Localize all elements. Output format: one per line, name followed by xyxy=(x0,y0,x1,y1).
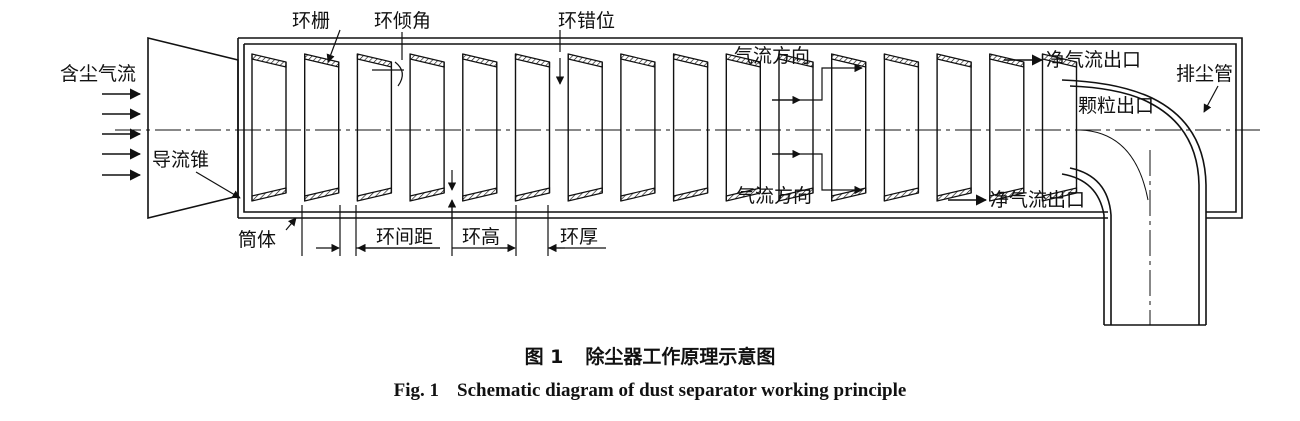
caption-en-number: Fig. 1 xyxy=(393,380,440,401)
dust-separator-diagram: 含尘气流 导流锥 环栅 环倾角 环错位 气流方向 净气流出口 排尘管 颗粒出口 … xyxy=(60,10,1260,326)
ring-element xyxy=(831,53,867,202)
clean-outlet-bottom-label: 净气流出口 xyxy=(990,189,1085,211)
ring-element xyxy=(989,53,1025,202)
ring-element xyxy=(356,53,393,202)
ring-grid-label: 环栅 xyxy=(292,10,330,32)
ring-grid xyxy=(251,53,1078,202)
guide-cone-label: 导流锥 xyxy=(152,149,209,171)
guide-cone xyxy=(147,36,239,220)
caption-chinese: 图 1 除尘器工作原理示意图 xyxy=(0,342,1300,369)
particle-outlet-label: 颗粒出口 xyxy=(1078,95,1154,117)
ring-element xyxy=(1041,53,1078,202)
airflow-top-label: 气流方向 xyxy=(734,45,810,67)
ring-thickness-label: 环厚 xyxy=(560,226,598,248)
leader-lines xyxy=(195,29,1219,231)
ring-tilt-label: 环倾角 xyxy=(374,10,431,32)
ring-element xyxy=(462,53,498,202)
dimension-lines xyxy=(301,170,606,256)
caption-en-text: Schematic diagram of dust separator work… xyxy=(457,380,907,401)
ring-element xyxy=(251,53,287,202)
clean-outlet-top-label: 净气流出口 xyxy=(1046,49,1141,71)
ring-element xyxy=(514,53,551,202)
caption-cn-number: 图 1 xyxy=(524,346,564,368)
clean-outlet-arrows xyxy=(948,54,1044,206)
airflow-bottom-label: 气流方向 xyxy=(736,185,812,207)
ring-element xyxy=(567,53,603,202)
inlet-arrows xyxy=(102,88,142,181)
caption-english: Fig. 1 Schematic diagram of dust separato… xyxy=(0,380,1300,402)
caption-cn-text: 除尘器工作原理示意图 xyxy=(585,346,776,368)
ring-element xyxy=(883,53,920,202)
ring-height-label: 环高 xyxy=(462,226,500,248)
inlet-gas-label: 含尘气流 xyxy=(60,63,136,85)
ring-offset-label: 环错位 xyxy=(558,10,615,32)
particle-flow-curve xyxy=(1079,129,1149,201)
ring-element xyxy=(778,53,814,202)
ring-element xyxy=(409,53,445,202)
cylinder-body xyxy=(237,37,1243,219)
ring-element xyxy=(936,53,972,202)
ring-element xyxy=(304,53,340,202)
ring-element xyxy=(672,53,709,202)
ring-spacing-label: 环间距 xyxy=(376,226,433,248)
dust-discharge-pipe xyxy=(1061,79,1207,326)
ring-element xyxy=(620,53,656,202)
dust-pipe-label: 排尘管 xyxy=(1176,63,1233,85)
cylinder-label: 筒体 xyxy=(238,229,276,251)
airflow-arrows xyxy=(772,63,863,195)
ring-element xyxy=(725,53,761,202)
